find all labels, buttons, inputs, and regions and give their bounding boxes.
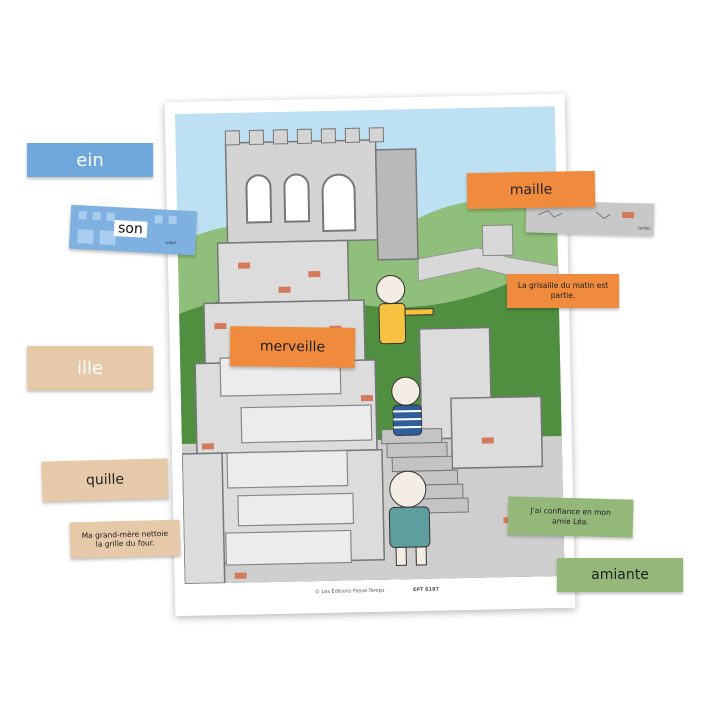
card-son[interactable]: son soleil <box>68 204 198 256</box>
card-amiante[interactable]: amiante <box>557 558 683 592</box>
card-sentence-grandmere-label: Ma grand-mère nettoie la grille du four. <box>81 528 169 549</box>
card-son-label: son <box>113 220 148 238</box>
cat-striped-shirt <box>391 376 423 436</box>
card-maille-caillou[interactable]: caillou <box>525 200 655 236</box>
castle-wall-pattern <box>77 211 177 246</box>
cat-green-shirt <box>388 470 431 567</box>
poster-credit: © Les Éditions Passe-Temps <box>314 587 385 596</box>
card-amiante-label: amiante <box>591 567 649 583</box>
card-quille[interactable]: quille <box>41 458 169 502</box>
card-sentence-confiance-label: J'ai confiance en mon amie Léa. <box>530 506 611 527</box>
card-sentence-confiance[interactable]: J'ai confiance en mon amie Léa. <box>507 496 634 538</box>
poster-code: EPT 6187 <box>412 586 440 594</box>
card-maille[interactable]: maille <box>466 170 596 210</box>
card-merveille-label: merveille <box>259 338 326 356</box>
card-ein-label: ein <box>76 149 104 171</box>
card-sentence-grisaille[interactable]: La grisaille du matin est partie. <box>507 274 619 308</box>
great-wall-illustration <box>174 106 565 584</box>
cracked-stone-pattern <box>537 210 635 219</box>
card-ille[interactable]: ille <box>27 346 153 390</box>
card-ein[interactable]: ein <box>27 143 153 177</box>
wall-poster: © Les Éditions Passe-Temps EPT 6187 <box>164 93 576 617</box>
card-sentence-grisaille-label: La grisaille du matin est partie. <box>517 281 609 300</box>
card-quille-label: quille <box>85 471 125 489</box>
cat-yellow-shirt <box>376 275 434 345</box>
card-merveille[interactable]: merveille <box>229 326 356 368</box>
card-maille-small: caillou <box>637 225 651 231</box>
card-son-small: soleil <box>165 239 176 246</box>
card-sentence-grandmere[interactable]: Ma grand-mère nettoie la grille du four. <box>69 519 181 559</box>
card-maille-label: maille <box>509 181 553 199</box>
card-ille-label: ille <box>76 357 104 379</box>
